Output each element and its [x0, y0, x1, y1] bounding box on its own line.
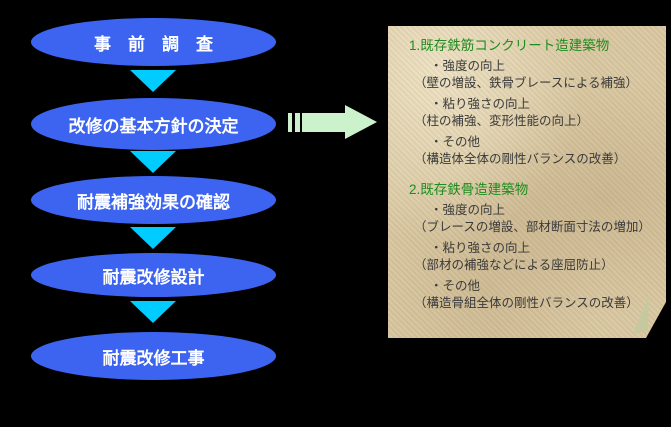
note-bullet: ・強度の向上 [430, 59, 506, 73]
flow-step-label: 耐震補強効果の確認 [77, 192, 230, 212]
note-detail: （ブレースの増設、部材断面寸法の増加） [414, 220, 651, 234]
flow-step-preliminary-survey: 事 前 調 査 [31, 18, 276, 66]
note-bullet: ・粘り強さの向上 [430, 241, 531, 255]
flow-step-label: 耐震改修設計 [102, 267, 205, 287]
flow-step-seismic-retrofit-work: 耐震改修工事 [31, 332, 276, 380]
flow-step-reinforcement-effect-check: 耐震補強効果の確認 [31, 176, 276, 224]
folded-corner-icon [632, 296, 649, 335]
retrofit-methods-note: 1.既存鉄筋コンクリート造建築物 ・強度の向上 （壁の増設、鉄骨ブレースによる補… [388, 26, 666, 338]
flow-arrow-down-icon [130, 227, 176, 249]
flow-step-label: 改修の基本方針の決定 [68, 116, 239, 136]
note-bullet: ・強度の向上 [430, 203, 506, 217]
striped-right-arrow-icon [288, 105, 378, 139]
note-bullet: ・粘り強さの向上 [430, 97, 531, 111]
note-detail: （構造体全体の剛性バランスの改善） [414, 152, 627, 166]
note-detail: （柱の補強、変形性能の向上） [414, 114, 590, 128]
note-detail: （構造骨組全体の剛性バランスの改善） [414, 296, 639, 310]
note-section-heading: 2.既存鉄骨造建築物 [409, 182, 529, 197]
note-detail: （壁の増設、鉄骨ブレースによる補強） [414, 76, 639, 90]
flow-step-seismic-retrofit-design: 耐震改修設計 [31, 253, 276, 297]
flow-step-label: 事 前 調 査 [94, 34, 213, 54]
flow-arrow-down-icon [130, 301, 176, 323]
note-bullet: ・その他 [430, 279, 481, 293]
flow-step-label: 耐震改修工事 [102, 348, 205, 368]
note-detail: （部材の補強などによる座屈防止） [414, 258, 614, 272]
flow-step-basic-policy-decision: 改修の基本方針の決定 [31, 98, 276, 150]
flow-arrow-down-icon [130, 151, 176, 173]
note-bullet: ・その他 [430, 135, 481, 149]
flow-arrow-down-icon [130, 70, 176, 92]
note-section-heading: 1.既存鉄筋コンクリート造建築物 [409, 38, 610, 53]
